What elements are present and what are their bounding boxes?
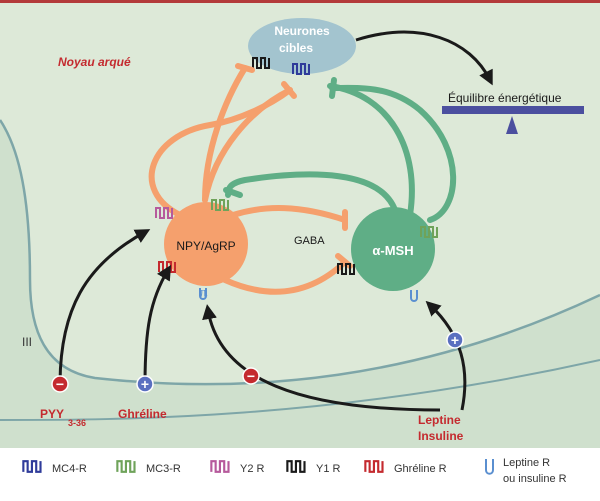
- legend-leptin-r-label: Leptine R: [503, 457, 550, 469]
- ghrelin-excite-badge: [136, 375, 154, 393]
- balance-fulcrum: [506, 116, 518, 134]
- pyy-sign: −: [56, 376, 64, 392]
- ghreline-label: Ghréline: [118, 407, 167, 421]
- third-ventricle-area: [0, 120, 600, 448]
- legend-leptin-r-icon: [485, 459, 494, 475]
- legend-leptin-r-label2: ou insuline R: [503, 473, 567, 485]
- top-rule: [0, 0, 600, 3]
- output-arrow: [355, 30, 493, 86]
- leptin-msh-sign: +: [451, 332, 459, 348]
- leptin-excite-badge: [446, 331, 464, 349]
- msh-excitatory-ends: [223, 77, 337, 198]
- balance-bar: [442, 106, 584, 114]
- leptin-inhibit-badge: [242, 367, 260, 385]
- legend-y2r-label: Y2 R: [240, 463, 265, 475]
- balance-label: Équilibre énergétique: [448, 90, 562, 105]
- leptine-label: Leptine: [418, 413, 461, 427]
- msh-projections: [225, 83, 457, 223]
- leptin-r-npy: [199, 288, 207, 300]
- legend-ghrelin-r-label: Ghréline R: [394, 463, 447, 475]
- legend-y2r-icon: [210, 460, 230, 473]
- legend-y1r-icon: [286, 460, 306, 473]
- legend-mc3r-label: MC3-R: [146, 463, 181, 475]
- target-neurons: [248, 18, 356, 74]
- lower-boundary: [0, 359, 600, 421]
- gaba-label: GABA: [294, 235, 325, 247]
- npy-agrp-neuron: [164, 202, 248, 286]
- legend-ghrelin-r-icon: [364, 460, 384, 473]
- pyy-inhibit-badge: [51, 375, 69, 393]
- pyy-subscript: 3-36: [68, 418, 86, 428]
- region-label: Noyau arqué: [58, 55, 131, 69]
- ventricle-boundary: [0, 119, 600, 386]
- legend-mc4r-icon: [22, 460, 42, 473]
- input-arrows: [58, 229, 467, 412]
- leptin-npy-sign: −: [247, 368, 255, 384]
- npy-label: NPY/AgRP: [176, 239, 235, 253]
- leptin-r-msh: [410, 290, 418, 302]
- target-neurons-line1: Neurones: [274, 24, 330, 38]
- leptin-r-icon: ᥰ: [200, 285, 208, 300]
- legend-mc4r-label: MC4-R: [52, 463, 87, 475]
- insuline-label: Insuline: [418, 429, 464, 443]
- legend-mc3r-icon: [116, 460, 136, 473]
- pyy-label: PYY: [40, 407, 64, 421]
- legend: MC4-R MC3-R Y2 R Y1 R Ghréline R Leptine…: [22, 457, 567, 485]
- ventricle-label: III: [22, 335, 32, 349]
- target-neurons-line2: cibles: [279, 41, 313, 55]
- alpha-msh-neuron: [351, 207, 435, 291]
- npy-projections: [148, 65, 348, 295]
- legend-y1r-label: Y1 R: [316, 463, 341, 475]
- msh-label: α-MSH: [372, 243, 413, 258]
- ghrelin-sign: +: [141, 376, 149, 392]
